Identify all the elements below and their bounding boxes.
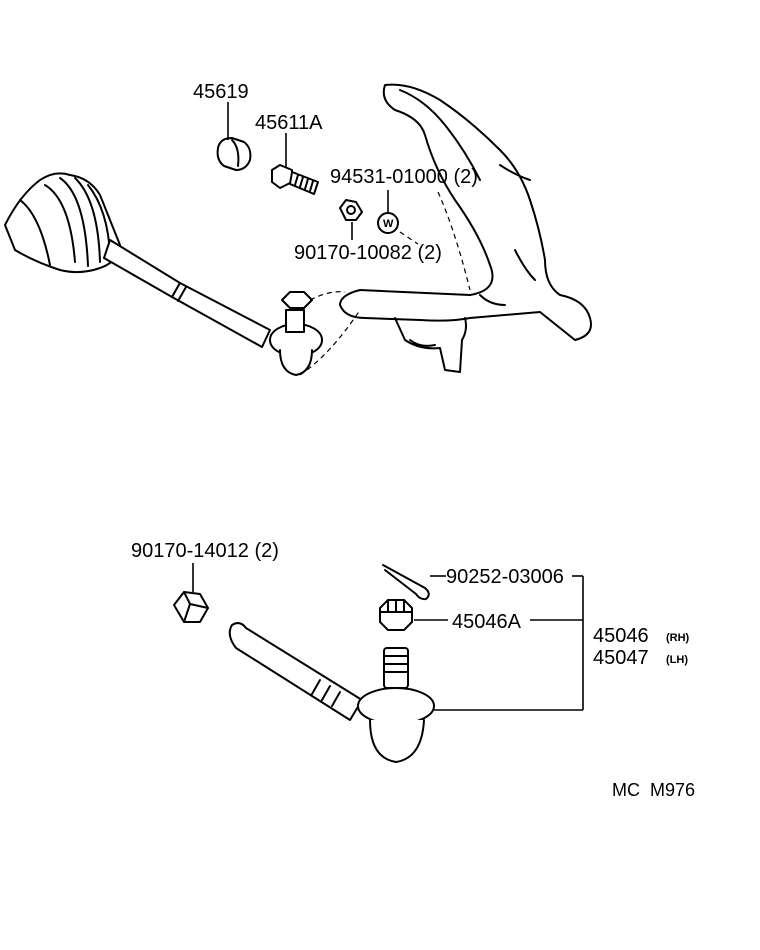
castle-nut-45046a-drawing bbox=[379, 599, 413, 631]
cotter-pin-90252-03006-drawing bbox=[382, 564, 430, 601]
label-45047-side: (LH) bbox=[666, 654, 688, 666]
label-94531-01000: 94531-01000 (2) bbox=[330, 166, 478, 188]
label-45046: 45046 bbox=[593, 625, 649, 647]
rack-boot-drawing bbox=[4, 172, 121, 274]
tie-rod-inner-drawing bbox=[103, 239, 271, 348]
lower-tie-rod-end-drawing bbox=[228, 622, 435, 763]
label-90170-14012: 90170-14012 (2) bbox=[131, 540, 279, 562]
nut-90170-14012-drawing bbox=[173, 591, 209, 623]
label-90252-03006: 90252-03006 bbox=[446, 566, 564, 588]
nut-90170-10082-drawing bbox=[339, 199, 363, 221]
label-45611a: 45611A bbox=[255, 112, 323, 134]
upper-tie-rod-end-drawing bbox=[269, 291, 323, 376]
steering-knuckle-drawing bbox=[339, 83, 592, 373]
label-45046a: 45046A bbox=[452, 611, 522, 633]
label-90170-10082: 90170-10082 (2) bbox=[294, 242, 442, 264]
bolt-45611a-drawing bbox=[271, 164, 319, 195]
collar-45619-drawing bbox=[216, 137, 252, 171]
label-45046-side: (RH) bbox=[666, 632, 690, 644]
label-washer-w: W bbox=[383, 218, 394, 230]
assembly-dashed-lines bbox=[299, 191, 471, 376]
lower-leader-lines bbox=[192, 563, 584, 711]
upper-leader-lines bbox=[227, 102, 389, 240]
label-45619: 45619 bbox=[193, 81, 249, 103]
label-45047: 45047 bbox=[593, 647, 649, 669]
diagram-code: MC M976 bbox=[612, 780, 695, 800]
